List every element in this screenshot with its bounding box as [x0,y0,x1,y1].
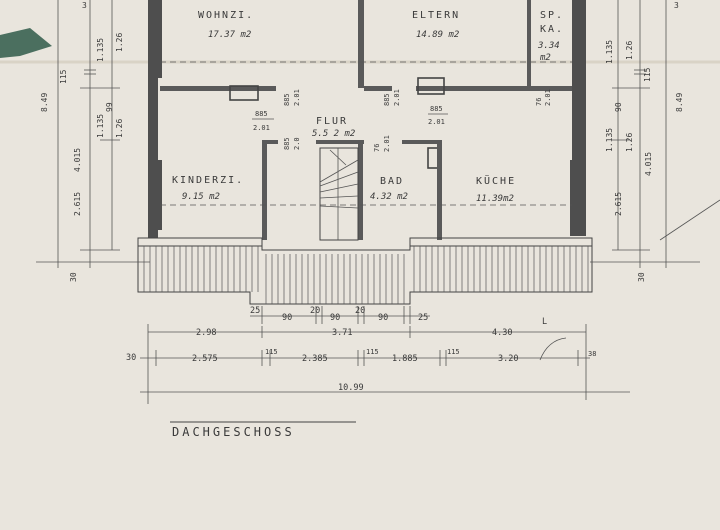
dim-left-total: 8.49 [40,93,49,112]
room-area-bad: 4.32 m2 [370,192,408,202]
room-name-bad: BAD [380,176,404,187]
dim-bottom-r3-6: 3.20 [498,354,518,364]
dim-bottom-r3-3: 115 [366,348,379,356]
door-sp-size: 76 [535,98,543,106]
dim-right-base: 30 [637,272,646,282]
door-notations: 885 2.01 885 2.01 885 2.01 885 2.01 885 … [252,89,552,152]
dim-bottom-r3-right: 38 [588,350,596,358]
door-eltern-height: 2.01 [393,89,401,106]
dim-right-c: 1.135 [605,40,614,64]
room-name-wohnzi: WOHNZI. [198,10,254,21]
door-bad-size: 76 [373,144,381,152]
dim-bottom-r1-5: 90 [378,313,388,323]
dim-bottom-r2-0: 2.98 [196,328,216,338]
door-wohn-height: 2.01 [293,89,301,106]
left-dimensions: 8.49 4.015 2.615 30 1.135 1.26 99 115 1.… [36,0,150,282]
dim-bottom-r1-3: 90 [330,313,340,323]
dim-bottom-r2-2: 4.30 [492,328,512,338]
dim-left-corner: 3 [82,1,87,10]
ribbon-scrap [0,28,52,58]
room-name-eltern: ELTERN [412,10,460,21]
plan-title-group: DACHGESCHOSS [170,421,356,439]
dim-left-g: 1.135 [96,114,105,138]
room-name-sp: SP. [540,10,564,21]
room-area-eltern: 14.89 m2 [416,30,459,40]
door-kinder-height: 2.01 [253,124,270,132]
dim-bottom-mark: L [542,317,547,327]
plan-title: DACHGESCHOSS [172,425,295,439]
dim-right-total: 8.49 [675,93,684,112]
door-eltern-size: 885 [383,93,391,106]
door-bad-height: 2.01 [383,135,391,152]
dim-right-b: 2.615 [614,192,623,216]
dim-left-h: 1.26 [115,119,124,138]
dim-left-a: 4.015 [73,148,82,172]
room-area-wohnzi: 17.37 m2 [208,30,251,40]
room-area-kueche: 11.39m2 [476,194,514,204]
dim-bottom-r1-2: 20 [310,306,320,316]
door-wohn-size: 885 [283,93,291,106]
bottom-dimensions: 25 90 20 90 20 90 25 2.98 3.71 4.30 L 30… [126,306,630,404]
room-area-spka: 3.34 [537,41,560,51]
door-kueche-size: 885 [430,105,443,113]
dim-bottom-r3-1: 115 [265,348,278,356]
dim-bottom-r3-0: 2.575 [192,354,218,364]
door-kinder-size: 885 [255,110,268,118]
dim-right-a: 4.015 [644,152,653,176]
dim-right-d: 1.26 [625,41,634,60]
door-sp-height: 2.01 [544,89,552,106]
room-name-flur: FLUR [316,116,348,127]
right-dimensions: 8.49 4.015 2.615 30 1.135 1.26 90 115 1.… [82,0,720,282]
room-area-kinderzi: 9.15 m2 [182,192,220,202]
dim-left-base: 30 [69,272,78,282]
dim-bottom-r3-4: 1.885 [392,354,418,364]
dim-bottom-r1-6: 25 [418,313,428,323]
dim-bottom-r1-4: 20 [355,306,365,316]
dim-bottom-r1-0: 25 [250,306,260,316]
dim-left-c: 1.135 [96,38,105,62]
room-name-kueche: KÜCHE [476,174,516,187]
door-kinder-side-size: 885 [283,137,291,150]
room-name-ka: KA. [540,24,564,35]
dim-right-g: 1.135 [605,128,614,152]
dim-left-b: 2.615 [73,192,82,216]
dim-right-f: 115 [643,67,652,82]
dim-bottom-total: 10.99 [338,383,364,393]
dim-bottom-r3-5: 115 [447,348,460,356]
dim-left-e: 99 [105,102,114,112]
room-area-flur: 5.5 2 m2 [312,129,355,139]
staircase [319,147,359,241]
dim-bottom-r2-1: 3.71 [332,328,352,338]
dim-bottom-r1-1: 90 [282,313,292,323]
dim-left-d: 1.26 [115,33,124,52]
dim-bottom-r3-left: 30 [126,353,136,363]
door-kinder-side-height: 2.0 [293,137,301,150]
dim-right-corner: 3 [674,1,679,10]
dim-bottom-r3-2: 2.385 [302,354,328,364]
walls [148,0,586,240]
door-kueche-height: 2.01 [428,118,445,126]
roof-lines [160,61,572,206]
dim-right-h: 1.26 [625,133,634,152]
room-name-kinderzi: KINDERZI. [172,175,244,186]
balcony-band [137,237,593,305]
dim-right-e: 90 [614,102,623,112]
room-area-spka-unit: m2 [539,53,551,63]
dim-left-f: 115 [59,69,68,84]
room-labels: WOHNZI. 17.37 m2 ELTERN 14.89 m2 SP. KA.… [172,10,564,204]
